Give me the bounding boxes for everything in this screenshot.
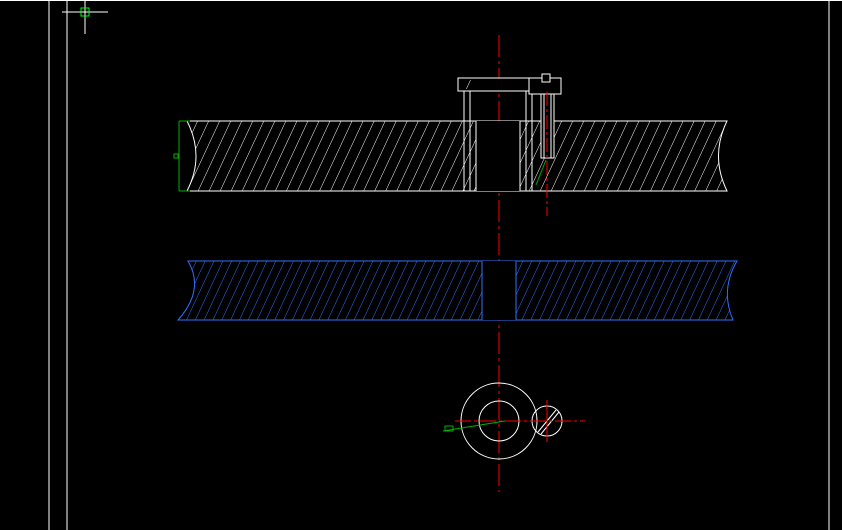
section-view-top[interactable] bbox=[173, 73, 740, 216]
dimension-radial[interactable] bbox=[442, 420, 506, 432]
set-screw-part[interactable] bbox=[528, 73, 562, 216]
section-view-middle[interactable] bbox=[175, 255, 745, 325]
crosshair-pickbox-icon bbox=[62, 0, 108, 34]
dimension-left[interactable] bbox=[173, 120, 190, 192]
bushing-part[interactable] bbox=[457, 77, 539, 191]
plan-view-bottom[interactable] bbox=[442, 382, 585, 460]
